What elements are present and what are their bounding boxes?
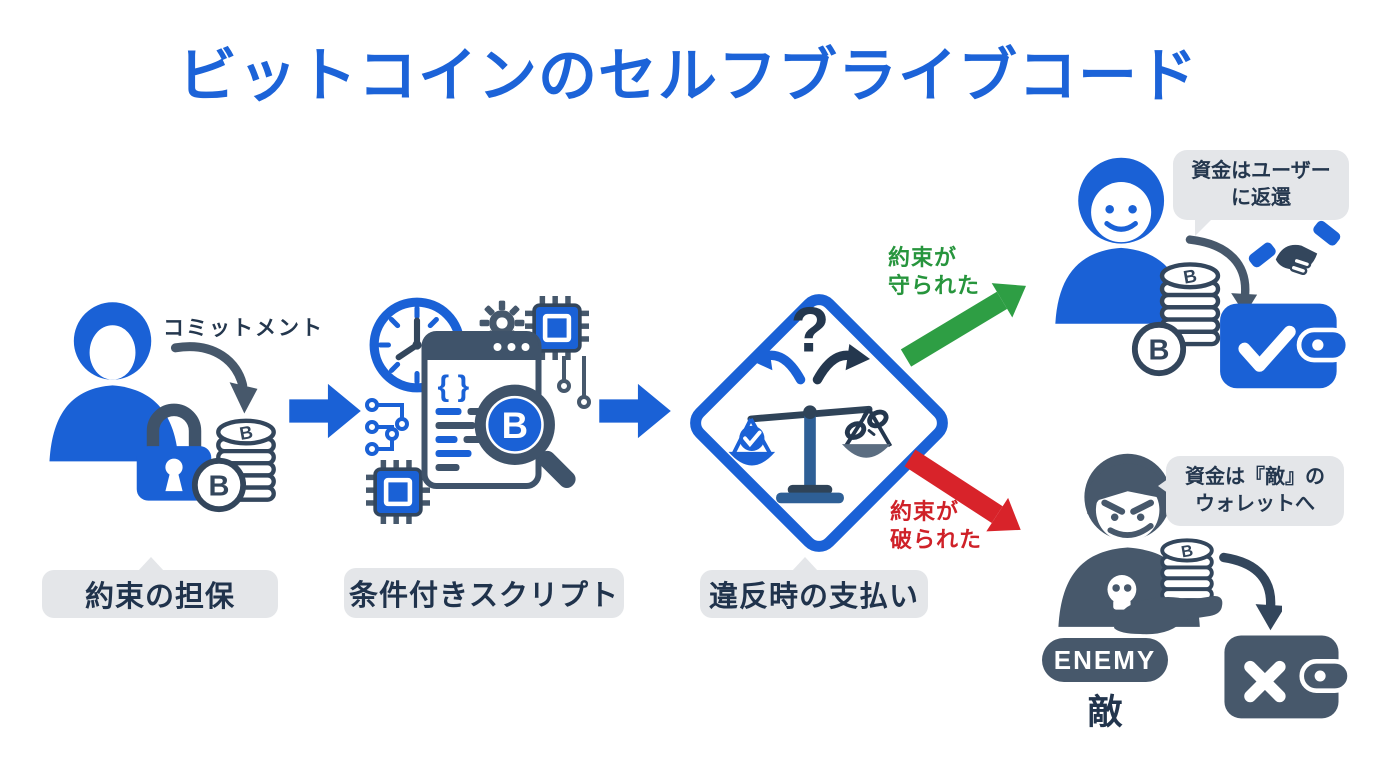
page-title: ビットコインのセルフブライブコード [177,43,1198,109]
caption-pointer [792,557,818,571]
chip-icon [525,296,589,360]
circuit-traces-icon [365,398,409,456]
commitment-curved-arrow-icon [170,342,258,414]
caption-violation-payment: 違反時の支払い [700,557,928,618]
svg-text:B: B [209,471,230,503]
deposit-arrow-icon [1219,552,1282,631]
flow-arrow-icon [289,383,361,439]
circuit-traces-icon [557,356,591,409]
happy-user-icon [1055,157,1187,324]
chip-icon [366,460,430,524]
bitcoin-coin-icon: B [1131,321,1187,377]
commitment-label: コミットメント [163,317,324,340]
bubble-tail [1148,476,1172,496]
success-arrow-icon [900,283,1027,367]
success-bubble: 資金はユーザー に返還 [1173,150,1349,236]
magnifier-bitcoin-icon: B [474,384,576,488]
svg-text:B: B [1180,542,1195,562]
coin-stack-icon: B [1160,538,1214,602]
fail-bubble: 資金は『敵』の ウォレットへ [1158,456,1344,526]
wallet-check-icon [1220,303,1350,389]
svg-text:B: B [238,422,254,444]
promise-broken-label: 約束が 破られた [890,499,983,552]
caption-pointer [138,557,164,571]
promise-kept-label: 約束が 守られた [888,245,981,298]
svg-text:?: ? [790,296,829,366]
balance-scale-icon [728,405,893,504]
wallet-cross-icon [1224,635,1352,719]
handshake-icon [1248,220,1341,276]
svg-text:B: B [1149,335,1170,367]
svg-text:{ }: { } [438,370,470,403]
user-silhouette-icon [49,302,179,462]
enemy-user-icon [1058,453,1200,627]
caption-collateral: 約束の担保 [42,557,278,618]
fail-arrow-icon [904,449,1021,532]
bitcoin-coin-icon: B [191,457,247,513]
open-hand-icon [1114,596,1223,635]
question-branch-icon: ? [748,296,870,385]
caption-conditional-script: 条件付きスクリプト [344,568,624,618]
bubble-tail [1195,214,1217,236]
enemy-badge: ENEMY [1042,638,1168,682]
svg-text:B: B [1182,265,1199,288]
enemy-name-label: 敵 [1087,693,1123,732]
flow-arrow-icon [599,383,671,439]
svg-text:B: B [502,405,528,446]
